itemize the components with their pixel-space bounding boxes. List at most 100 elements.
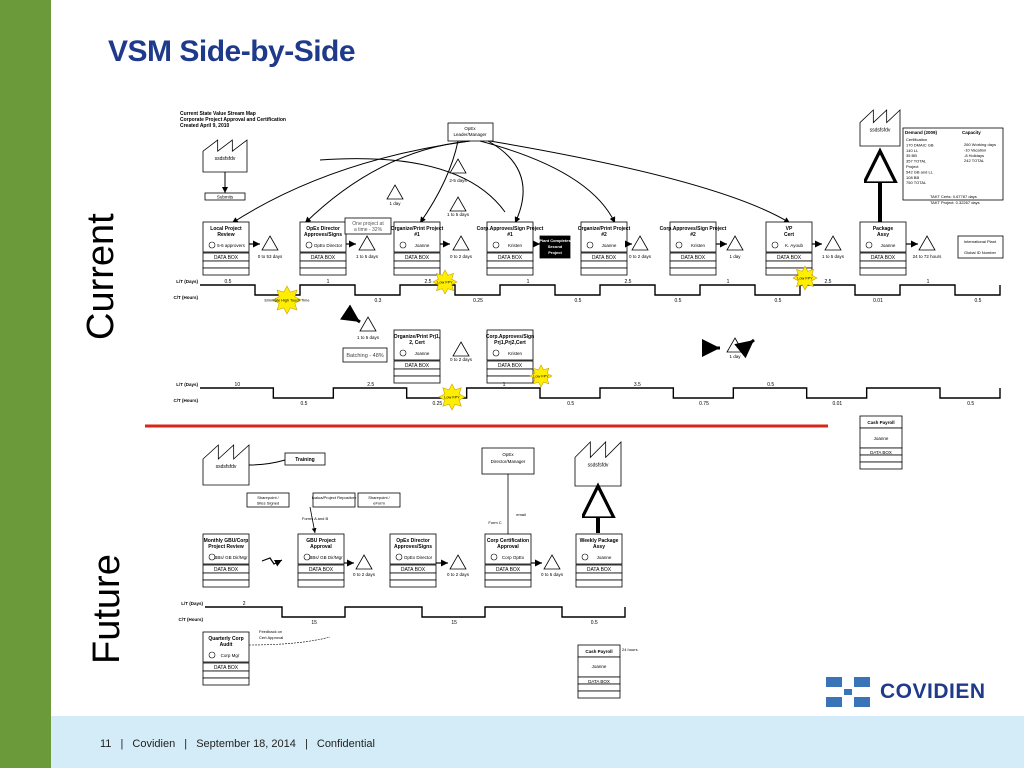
- lt-label: L/T (Days): [176, 382, 198, 387]
- process-box: [486, 221, 534, 253]
- ct-value: 0.01: [873, 298, 883, 304]
- data-box-row: [859, 260, 907, 269]
- map-header: Corporate Project Approval and Certifica…: [180, 117, 286, 123]
- process-box: [575, 533, 623, 565]
- operator-icon: [675, 241, 683, 249]
- inventory-triangle-icon: [358, 235, 376, 251]
- data-box-row: [299, 267, 347, 276]
- data-box-label: DATA BOX: [214, 255, 239, 261]
- process-title: GBU Project: [306, 538, 336, 544]
- factory-outline: [574, 441, 622, 487]
- future-supplier-factory-icon: ssdsfsfdv: [202, 444, 250, 486]
- process-title: Approval: [497, 544, 519, 550]
- footer-confidential: Confidential: [316, 738, 375, 750]
- lt-value: 3.5: [634, 382, 641, 388]
- process-title: OpEx Director: [306, 226, 340, 232]
- data-box-row: [297, 579, 345, 588]
- burst-low-fpy-3: Low FPY: [438, 383, 466, 411]
- process-title: #2: [601, 232, 607, 238]
- process-title: Review: [217, 232, 234, 238]
- logo-wordmark: COVIDIEN: [880, 680, 986, 703]
- process-title: Corp.Approves/Sign Project: [477, 226, 544, 232]
- ct-value: 0.5: [567, 401, 574, 407]
- data-box-row: [486, 375, 534, 384]
- operator-icon: [208, 651, 216, 659]
- data-box-label: DATA BOX: [311, 255, 336, 261]
- takt-project: TAKT Project: 0.32267 days: [930, 200, 980, 205]
- demand-row: 108 BB: [906, 175, 919, 180]
- cash-op: Joanne: [592, 664, 607, 669]
- international-plant-box: [957, 235, 1004, 259]
- queue-label: 1 day: [389, 201, 401, 206]
- lt-value: 1: [527, 279, 530, 285]
- operator-icon: [208, 241, 216, 249]
- quarterly-row: [202, 677, 250, 686]
- ct-value: 0.25: [432, 401, 442, 407]
- operator-icon: [305, 241, 313, 249]
- data-box-row: [669, 267, 717, 276]
- factory-label: ssdsfsfdv: [870, 128, 891, 134]
- burst-label: Low FPY: [533, 375, 549, 379]
- inventory-triangle-icon: [452, 341, 470, 357]
- data-box-row: [202, 260, 250, 269]
- demand-row: 357 TOTAL: [906, 159, 927, 164]
- training-box: [284, 452, 326, 466]
- plant-label: Plant Completes: [539, 238, 571, 243]
- future-opex-label: Director/Manager: [491, 459, 526, 464]
- inventory-triangle-icon: [726, 235, 744, 251]
- inventory-triangle-icon: [726, 337, 744, 353]
- ct-value: 15: [311, 620, 317, 626]
- inventory-triangle-icon: [449, 158, 467, 174]
- process-title: Cert: [784, 232, 794, 238]
- data-box-label: DATA BOX: [401, 567, 426, 573]
- process-box: [299, 221, 347, 253]
- data-box-label: DATA BOX: [498, 255, 523, 261]
- future-customer-factory-icon: ssdsfsfdv: [574, 441, 622, 487]
- lt-value: 0.5: [767, 382, 774, 388]
- process-6: Corp.Approves/Sign Project#2KristenDATA …: [660, 221, 727, 276]
- lt-value: 1: [727, 279, 730, 285]
- demand-row: 170 DMAIC GB: [906, 142, 934, 147]
- process-operator: Kristen: [691, 243, 706, 248]
- operator-icon: [586, 241, 594, 249]
- feedback-arrow-icon: [248, 636, 331, 646]
- factory-label: ssdsfsfdv: [216, 464, 237, 470]
- process-title: 2, Cert: [409, 340, 425, 346]
- system-box-1: [246, 492, 290, 508]
- data-box-row: [202, 579, 250, 588]
- training-label: Training: [295, 457, 314, 463]
- data-box-row: [202, 267, 250, 276]
- process-box: [393, 221, 441, 253]
- data-box-row: [393, 267, 441, 276]
- operator-icon: [208, 553, 216, 561]
- future-opex-box: [481, 447, 535, 475]
- demand-row: 750 TOTAL: [906, 180, 927, 185]
- queue-label: 0 to 53 days: [258, 254, 283, 259]
- data-box-row: [575, 572, 623, 581]
- lt-label: L/T (Days): [181, 601, 203, 606]
- data-box-label: DATA BOX: [587, 567, 612, 573]
- queue-label: 0 to 2 days: [450, 254, 473, 259]
- factory-outline: [202, 444, 250, 486]
- data-box-label: DATA BOX: [405, 363, 430, 369]
- data-box-label: DATA BOX: [496, 567, 521, 573]
- capacity-row: -8 Holidays: [964, 153, 984, 158]
- demand-row: 542 GB and LL: [906, 169, 934, 174]
- quarterly-title: Audit: [220, 642, 233, 648]
- quarterly-op: Corp Mgr: [221, 653, 240, 658]
- footer: 11 | Covidien | September 18, 2014 | Con…: [100, 738, 375, 750]
- queue-label: 0 to 2 days: [353, 572, 376, 577]
- queue-label: 1 to 5 days: [447, 212, 470, 217]
- info-arrow-icon: [487, 140, 524, 224]
- data-box-label: DATA BOX: [681, 255, 706, 261]
- takt-certs: TAKT Certs: 0.67787 days: [930, 194, 977, 199]
- forms-label: email: [516, 512, 526, 517]
- data-box-label: DATA BOX: [214, 567, 239, 573]
- system-box-3: [357, 492, 401, 508]
- quarterly-title: Quarterly Corp: [208, 636, 243, 642]
